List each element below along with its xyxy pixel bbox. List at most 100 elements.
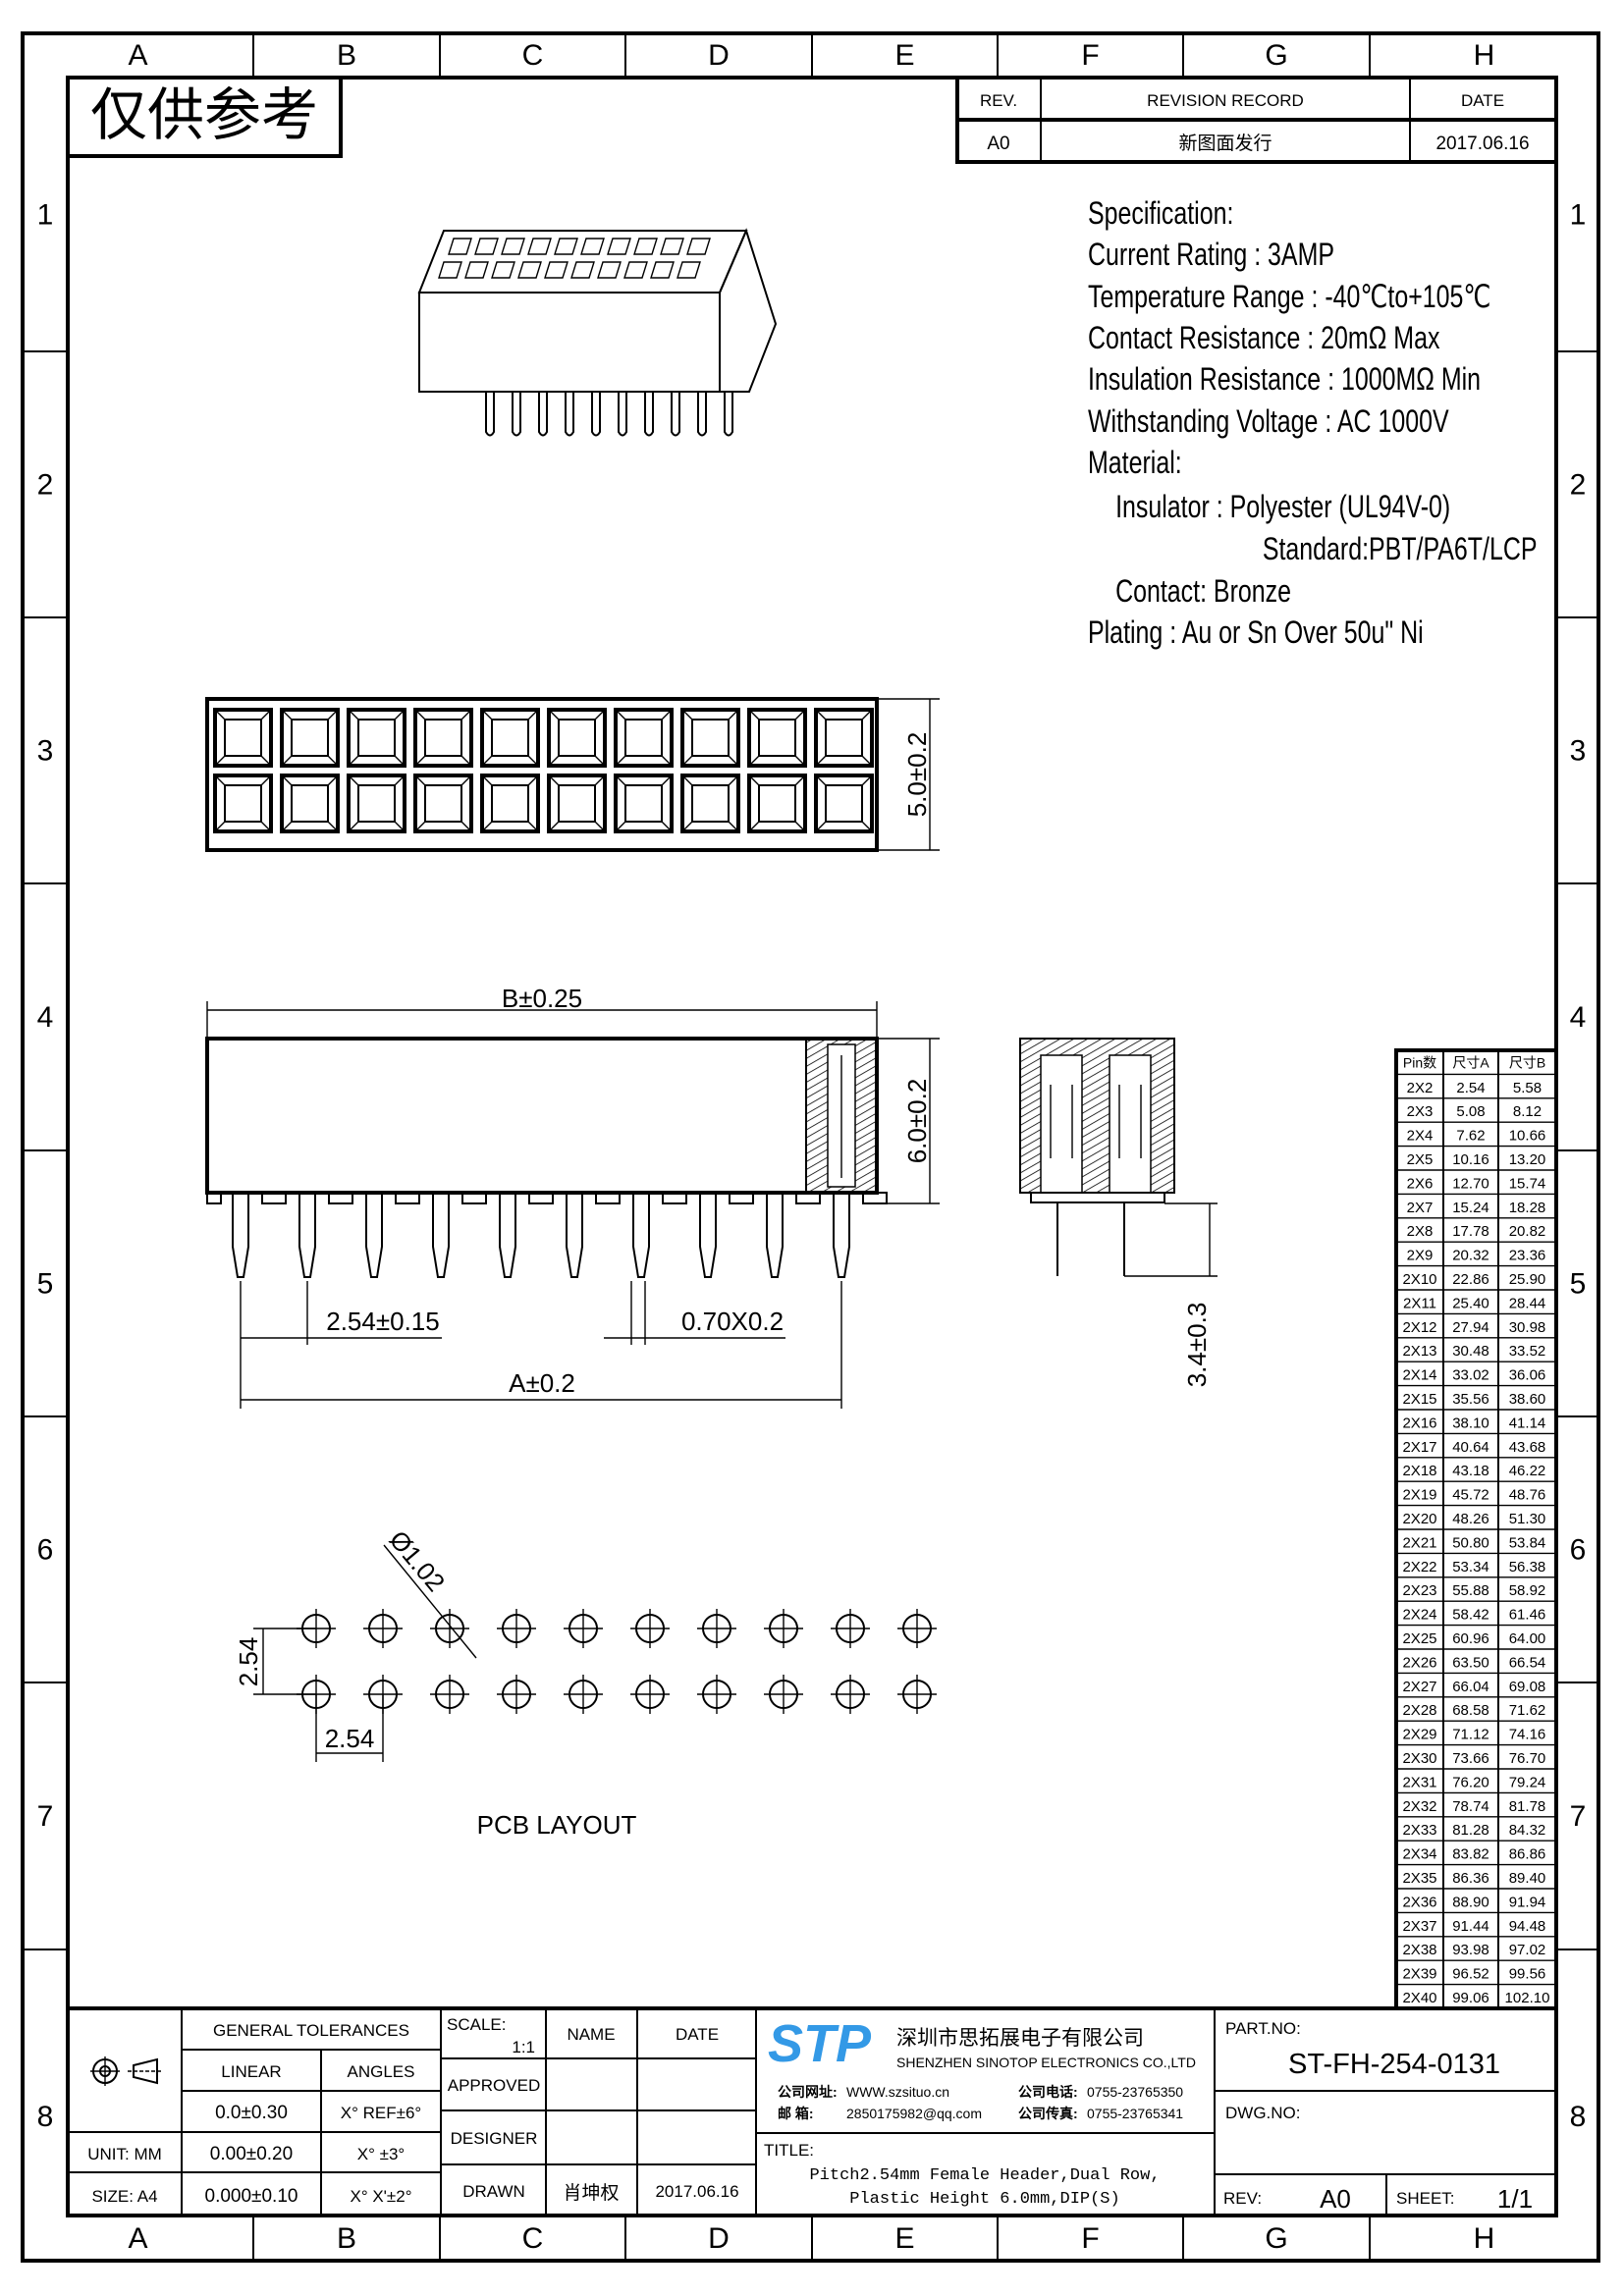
- pin-table-dimension-b: 79.24: [1509, 1774, 1546, 1790]
- pin-table-dimension-a: 38.10: [1452, 1415, 1489, 1431]
- grid-column-label-top: G: [1265, 39, 1287, 72]
- pin-table-pin-count: 2X18: [1402, 1463, 1436, 1479]
- revision-record: 新图面发行: [1178, 133, 1272, 154]
- pin-table-pin-count: 2X7: [1407, 1200, 1434, 1216]
- grid-row-label-right: 3: [1570, 735, 1587, 768]
- grid-column-label-top: E: [894, 39, 914, 72]
- company-name-en: SHENZHEN SINOTOP ELECTRONICS CO.,LTD: [896, 2055, 1196, 2070]
- pcb-hole: [430, 1675, 469, 1714]
- pin-table-dimension-a: 66.04: [1452, 1679, 1489, 1695]
- iso-socket-slot: [650, 261, 675, 279]
- iso-pin: [591, 392, 601, 437]
- standoff-tab: [862, 1192, 888, 1204]
- pin-table-dimension-b: 86.86: [1509, 1846, 1546, 1863]
- pin-table-dimension-b: 33.52: [1509, 1343, 1546, 1360]
- iso-socket-slot: [633, 238, 658, 255]
- iso-pin: [485, 392, 495, 437]
- socket-pocket: [413, 708, 473, 768]
- iso-socket-slot: [607, 238, 631, 255]
- pin-table-dimension-a: 48.26: [1452, 1511, 1489, 1527]
- linear-tolerance-2: 0.00±0.20: [210, 2144, 293, 2164]
- standoff-tab: [328, 1192, 353, 1204]
- pcb-hole: [564, 1675, 603, 1714]
- iso-pin: [644, 392, 654, 437]
- side-pin: [499, 1193, 516, 1278]
- pin-table-pin-count: 2X34: [1402, 1846, 1436, 1863]
- pin-table-header: 尺寸A: [1452, 1054, 1489, 1070]
- pcb-hole: [430, 1609, 469, 1648]
- iso-pin: [618, 392, 627, 437]
- fax: 0755-23765341: [1087, 2106, 1183, 2121]
- pin-table-dimension-a: 17.78: [1452, 1223, 1489, 1240]
- pin-table-pin-count: 2X30: [1402, 1750, 1436, 1767]
- pin-table-dimension-a: 99.06: [1452, 1990, 1489, 2006]
- pin-table-dimension-b: 84.32: [1509, 1822, 1546, 1839]
- linear-tolerance-3: 0.000±0.10: [205, 2186, 298, 2207]
- socket-pocket: [480, 708, 540, 768]
- spec-temperature-range: Temperature Range : -40℃to+105℃: [1088, 280, 1490, 315]
- pitch-dimension: 2.54±0.15: [326, 1307, 439, 1336]
- pin-table-pin-count: 2X23: [1402, 1582, 1436, 1599]
- pin-table-dimension-a: 50.80: [1452, 1534, 1489, 1551]
- pin-table-dimension-b: 13.20: [1509, 1151, 1546, 1168]
- grid-column-label-bottom: H: [1474, 2222, 1495, 2255]
- grid-row-label-left: 3: [37, 735, 54, 768]
- grid-row-label-left: 4: [37, 1001, 54, 1034]
- pin-table-dimension-b: 18.28: [1509, 1200, 1546, 1216]
- side-pin: [232, 1193, 249, 1278]
- linear-tolerance-1: 0.0±0.30: [215, 2103, 288, 2123]
- reference-only-text: 仅供参考: [90, 83, 318, 147]
- pin-table-pin-count: 2X28: [1402, 1702, 1436, 1719]
- pcb-hole: [897, 1675, 937, 1714]
- pin-table-pin-count: 2X24: [1402, 1607, 1436, 1624]
- projection-symbol-icon: [90, 2056, 163, 2086]
- iso-socket-slot: [686, 238, 711, 255]
- pin-table-dimension-b: 76.70: [1509, 1750, 1546, 1767]
- grid-column-label-bottom: B: [337, 2222, 356, 2255]
- pin-table-dimension-b: 25.90: [1509, 1271, 1546, 1288]
- revision-header-rev: REV.: [980, 91, 1017, 110]
- pcb-hole: [630, 1675, 670, 1714]
- iso-socket-slot: [474, 238, 499, 255]
- side-pin: [699, 1193, 717, 1278]
- pin-table-dimension-b: 61.46: [1509, 1607, 1546, 1624]
- iso-socket-slot: [438, 261, 462, 279]
- pin-table-dimension-b: 91.94: [1509, 1894, 1546, 1910]
- pin-table-pin-count: 2X20: [1402, 1511, 1436, 1527]
- pin-table-pin-count: 2X10: [1402, 1271, 1436, 1288]
- grid-column-label-bottom: G: [1265, 2222, 1287, 2255]
- pin-table-dimension-b: 97.02: [1509, 1942, 1546, 1958]
- top-height-dimension: 5.0±0.2: [902, 732, 932, 818]
- pin-table-pin-count: 2X11: [1403, 1295, 1436, 1311]
- pin-table-dimension-b: 64.00: [1509, 1630, 1546, 1647]
- spec-plating: Plating : Au or Sn Over 50u" Ni: [1088, 615, 1424, 651]
- pin-table-dimension-a: 45.72: [1452, 1487, 1489, 1504]
- pin-table-dimension-a: 12.70: [1452, 1175, 1489, 1192]
- socket-pocket: [680, 708, 740, 768]
- specification-block: Specification: Current Rating : 3AMP Tem…: [1088, 196, 1538, 651]
- socket-pocket: [547, 774, 607, 833]
- socket-pocket: [547, 708, 607, 768]
- pin-table-dimension-a: 63.50: [1452, 1654, 1489, 1671]
- pin-table-header: 尺寸B: [1509, 1054, 1545, 1070]
- side-pin: [432, 1193, 450, 1278]
- grid-column-label-top: C: [522, 39, 544, 72]
- iso-socket-slot: [580, 238, 605, 255]
- hole-leader-line: [383, 1544, 477, 1659]
- pin-table-dimension-a: 33.02: [1452, 1367, 1489, 1384]
- pcb-hole: [764, 1675, 803, 1714]
- grid-row-label-left: 2: [37, 469, 54, 502]
- grid-column-label-top: B: [337, 39, 356, 72]
- grid-column-label-bottom: C: [522, 2222, 544, 2255]
